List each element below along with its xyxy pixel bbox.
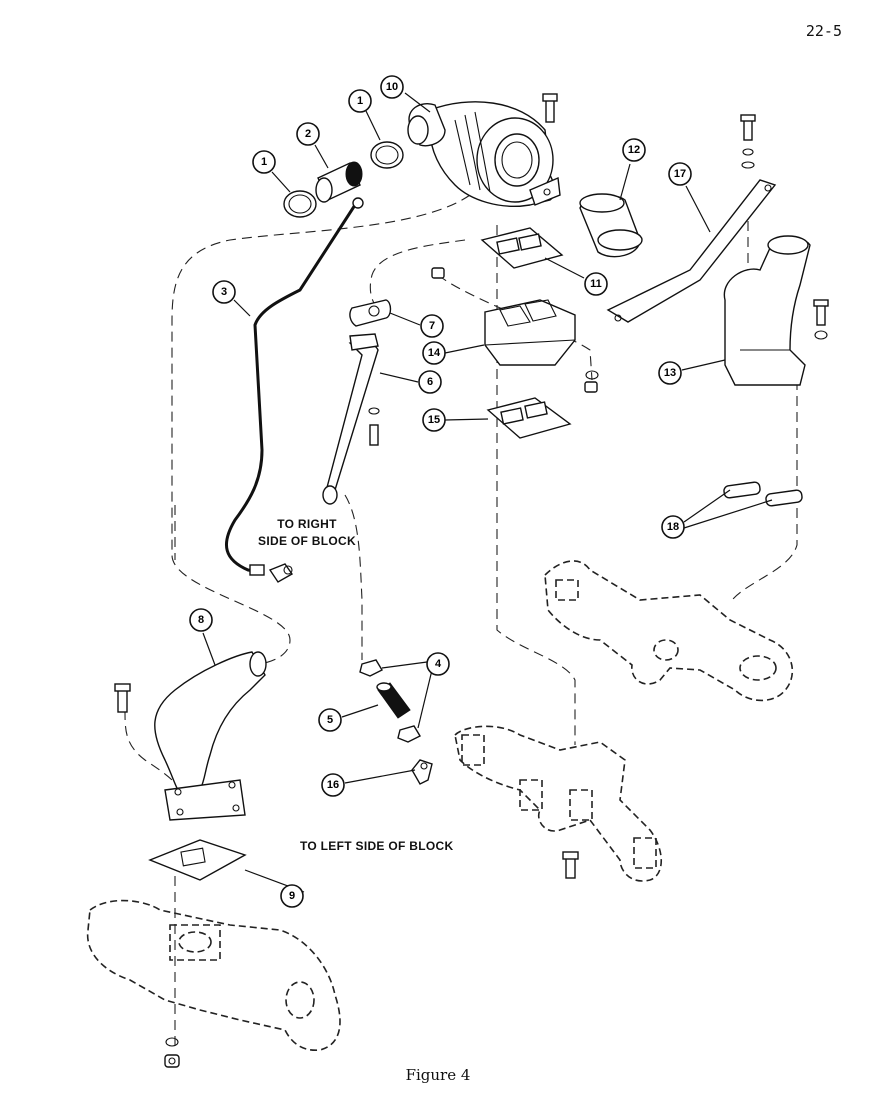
svg-text:2: 2	[305, 128, 311, 140]
right-side-note-line1: TO RIGHT	[277, 517, 337, 531]
clamp-ring-right	[370, 141, 404, 169]
oil-drain-tube	[322, 333, 379, 505]
callout-15: 15	[422, 408, 446, 432]
svg-text:9: 9	[289, 890, 295, 902]
page-number: 22-5	[805, 22, 842, 40]
callout-1b: 1	[348, 89, 372, 113]
svg-text:5: 5	[327, 714, 333, 726]
callout-3: 3	[212, 280, 236, 304]
svg-text:3: 3	[221, 286, 227, 298]
callout-5: 5	[318, 708, 342, 732]
small-gasket	[349, 299, 392, 327]
turbocharger	[407, 101, 561, 207]
bracket-bolt	[740, 114, 756, 169]
clamp-ring-left	[283, 190, 317, 218]
center-exhaust-manifold	[454, 725, 662, 882]
callout-7: 7	[420, 314, 444, 338]
svg-text:16: 16	[327, 779, 339, 791]
callout-6: 6	[418, 370, 442, 394]
callout-16: 16	[321, 773, 345, 797]
exhaust-elbow	[723, 235, 811, 386]
callout-2: 2	[296, 122, 320, 146]
drain-hose	[376, 682, 411, 719]
bolt-top	[542, 93, 558, 123]
callout-1a: 1	[252, 150, 276, 174]
sleeve	[579, 193, 643, 258]
oil-supply-tube	[225, 197, 364, 583]
callout-13: 13	[658, 361, 682, 385]
callout-9: 9	[280, 884, 304, 908]
callout-18: 18	[661, 515, 685, 539]
leader-lines	[202, 92, 773, 893]
center-manifold-bolt	[562, 851, 579, 879]
svg-text:14: 14	[428, 347, 441, 359]
dashed-guide-lines	[124, 194, 798, 1050]
svg-text:6: 6	[427, 376, 433, 388]
right-side-note: TO RIGHT SIDE OF BLOCK	[252, 516, 362, 550]
bottom-nut	[164, 1037, 180, 1068]
svg-text:10: 10	[386, 81, 398, 93]
fitting-nut-upper	[359, 659, 383, 677]
svg-text:17: 17	[674, 168, 686, 180]
support-bracket	[606, 179, 777, 323]
right-exhaust-manifold	[544, 560, 794, 702]
callout-12: 12	[622, 138, 646, 162]
svg-text:11: 11	[590, 278, 602, 290]
elbow-bolt	[813, 299, 829, 340]
turbo-gasket	[480, 227, 564, 269]
callout-10: 10	[380, 75, 404, 99]
lower-gasket	[486, 397, 572, 439]
pipe-bolt	[114, 683, 131, 713]
fitting-nut-lower	[397, 725, 421, 743]
pipe-gasket	[148, 839, 247, 881]
svg-text:7: 7	[429, 320, 435, 332]
callout-17: 17	[668, 162, 692, 186]
svg-text:12: 12	[628, 144, 640, 156]
left-exhaust-manifold	[86, 899, 341, 1051]
hose-coupling	[315, 161, 363, 203]
callout-8: 8	[189, 608, 213, 632]
exhaust-adapter	[484, 299, 576, 366]
shim-plates	[723, 481, 803, 507]
callout-11: 11	[584, 272, 608, 296]
small-bolt	[368, 407, 380, 446]
svg-text:1: 1	[261, 156, 267, 168]
svg-text:15: 15	[428, 414, 440, 426]
lock-nuts	[584, 370, 599, 393]
figure-caption: Figure 4	[405, 1066, 471, 1084]
nut-top	[431, 267, 445, 279]
left-side-note: TO LEFT SIDE OF BLOCK	[300, 839, 454, 853]
svg-text:1: 1	[357, 95, 363, 107]
callout-4: 4	[426, 652, 450, 676]
elbow-fitting	[411, 759, 433, 785]
svg-text:13: 13	[664, 367, 676, 379]
svg-text:18: 18	[667, 521, 679, 533]
svg-text:4: 4	[435, 658, 442, 670]
exhaust-pipe	[154, 651, 267, 821]
svg-text:8: 8	[198, 614, 204, 626]
right-side-note-line2: SIDE OF BLOCK	[258, 534, 356, 548]
callout-14: 14	[422, 341, 446, 365]
